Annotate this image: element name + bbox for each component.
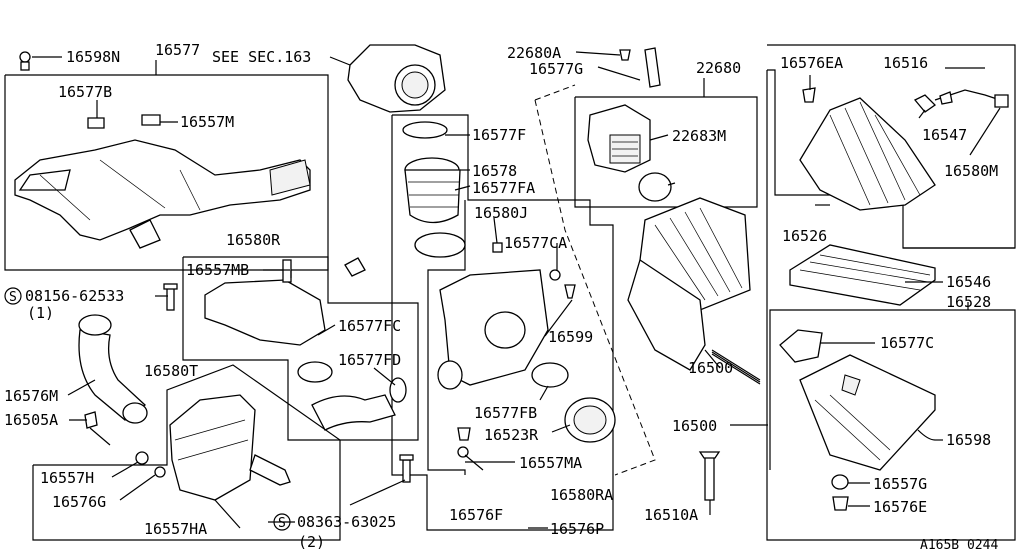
duct-16580R-drawing	[204, 257, 366, 346]
label-16505A: 16505A	[4, 411, 58, 429]
label-16577F: 16577F	[472, 126, 526, 144]
air-cleaner-16500-drawing	[627, 197, 761, 501]
label-16576M: 16576M	[4, 387, 58, 405]
s-mark-2: S	[278, 516, 286, 531]
label-16576F: 16576F	[449, 506, 503, 524]
label-16578: 16578	[472, 162, 517, 180]
label-16576E: 16576E	[873, 498, 927, 516]
label-16547: 16547	[922, 126, 967, 144]
label-16557G: 16557G	[873, 475, 927, 493]
bolts-drawing	[163, 283, 414, 483]
label-16576P: 16576P	[550, 520, 604, 538]
label-16500-lower: 16500	[672, 417, 717, 435]
label-16526: 16526	[782, 227, 827, 245]
label-16580T: 16580T	[144, 362, 198, 380]
label-16557MB: 16557MB	[186, 261, 249, 279]
filter-element-16546-drawing	[789, 244, 936, 306]
label-22680: 22680	[696, 59, 741, 77]
label-16557H: 16557H	[40, 469, 94, 487]
leader-lines	[32, 51, 1001, 529]
label-08363-qty: (2)	[298, 533, 325, 551]
throttle-body-drawing	[347, 44, 446, 113]
maf-sensor-22680-drawing	[587, 47, 672, 202]
figure-code: A165B 0244	[920, 538, 998, 553]
label-16599: 16599	[548, 328, 593, 346]
part-labels: 16598N 16577 SEE SEC.163 16577B 16557M 1…	[4, 41, 998, 553]
label-16557MA: 16557MA	[519, 454, 582, 472]
clip-16598N-drawing	[19, 51, 31, 71]
label-16577FD: 16577FD	[338, 351, 401, 369]
label-16577G: 16577G	[529, 60, 583, 78]
air-duct-16577-drawing	[14, 114, 311, 249]
label-16577CA: 16577CA	[504, 234, 567, 252]
lower-case-16528-drawing	[779, 329, 936, 511]
label-16580R: 16580R	[226, 231, 281, 249]
label-16546: 16546	[946, 273, 991, 291]
s-marks: S S	[4, 287, 291, 531]
label-16577: 16577	[155, 41, 200, 59]
label-16523R: 16523R	[484, 426, 539, 444]
label-08156-qty: (1)	[27, 304, 54, 322]
label-08363-63025: 08363-63025	[297, 513, 396, 531]
label-16576G: 16576G	[52, 493, 106, 511]
label-16577FA: 16577FA	[472, 179, 535, 197]
label-22683M: 22683M	[672, 127, 726, 145]
label-16580RA: 16580RA	[550, 486, 613, 504]
resonator-16580T-drawing	[84, 394, 291, 501]
label-16500-upper: 16500	[688, 359, 733, 377]
label-22680A: 22680A	[507, 44, 561, 62]
inlet-hose-set-drawing	[402, 121, 466, 258]
s-mark-1: S	[9, 290, 17, 305]
clamps-center-left-drawing	[297, 361, 407, 431]
label-16577FB: 16577FB	[474, 404, 537, 422]
upper-case-16526-drawing	[799, 67, 1009, 211]
hose-16576M-drawing	[78, 314, 148, 424]
label-16528: 16528	[946, 293, 991, 311]
label-16577FC: 16577FC	[338, 317, 401, 335]
label-16516: 16516	[883, 54, 928, 72]
label-see-sec-163: SEE SEC.163	[212, 48, 311, 66]
label-16557HA: 16557HA	[144, 520, 207, 538]
label-16510A: 16510A	[644, 506, 698, 524]
label-16577C: 16577C	[880, 334, 934, 352]
lower-case-center-drawing	[437, 242, 616, 458]
label-16580J: 16580J	[474, 204, 528, 222]
label-16598N: 16598N	[66, 48, 120, 66]
group-boxes	[4, 44, 1016, 541]
label-16577B: 16577B	[58, 83, 112, 101]
label-16598: 16598	[946, 431, 991, 449]
label-16557M: 16557M	[180, 113, 234, 131]
label-08156-62533: 08156-62533	[25, 287, 124, 305]
label-16580M: 16580M	[944, 162, 998, 180]
label-16576EA: 16576EA	[780, 54, 843, 72]
